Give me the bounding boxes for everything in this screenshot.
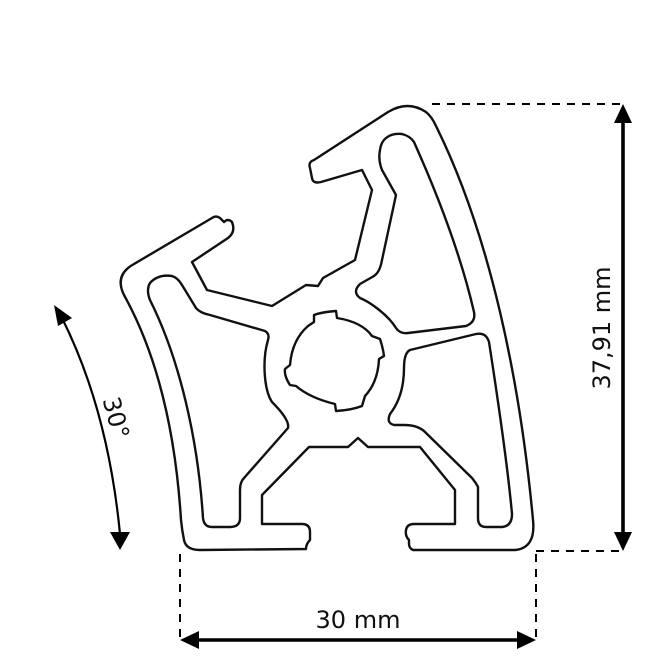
arrowhead-left-icon xyxy=(180,631,199,649)
arrowhead-arc-bottom-icon xyxy=(110,532,130,550)
top-right-chamber xyxy=(354,132,476,335)
width-dimension: 30 mm xyxy=(179,550,620,649)
width-label: 30 mm xyxy=(316,606,401,634)
arrowhead-up-icon xyxy=(614,104,632,123)
central-bore xyxy=(283,309,386,413)
height-label: 37,91 mm xyxy=(588,266,616,389)
angle-label: 30° xyxy=(97,394,135,442)
angle-arc xyxy=(61,317,122,535)
angle-dimension: 30° xyxy=(54,305,135,550)
arrowhead-arc-top-icon xyxy=(54,305,72,326)
arrowhead-right-icon xyxy=(517,631,536,649)
arrowhead-down-icon xyxy=(614,532,632,551)
height-dimension: 37,91 mm xyxy=(432,103,632,551)
profile-outer-contour xyxy=(119,104,535,552)
right-chamber xyxy=(387,332,514,529)
left-chamber xyxy=(146,274,290,529)
